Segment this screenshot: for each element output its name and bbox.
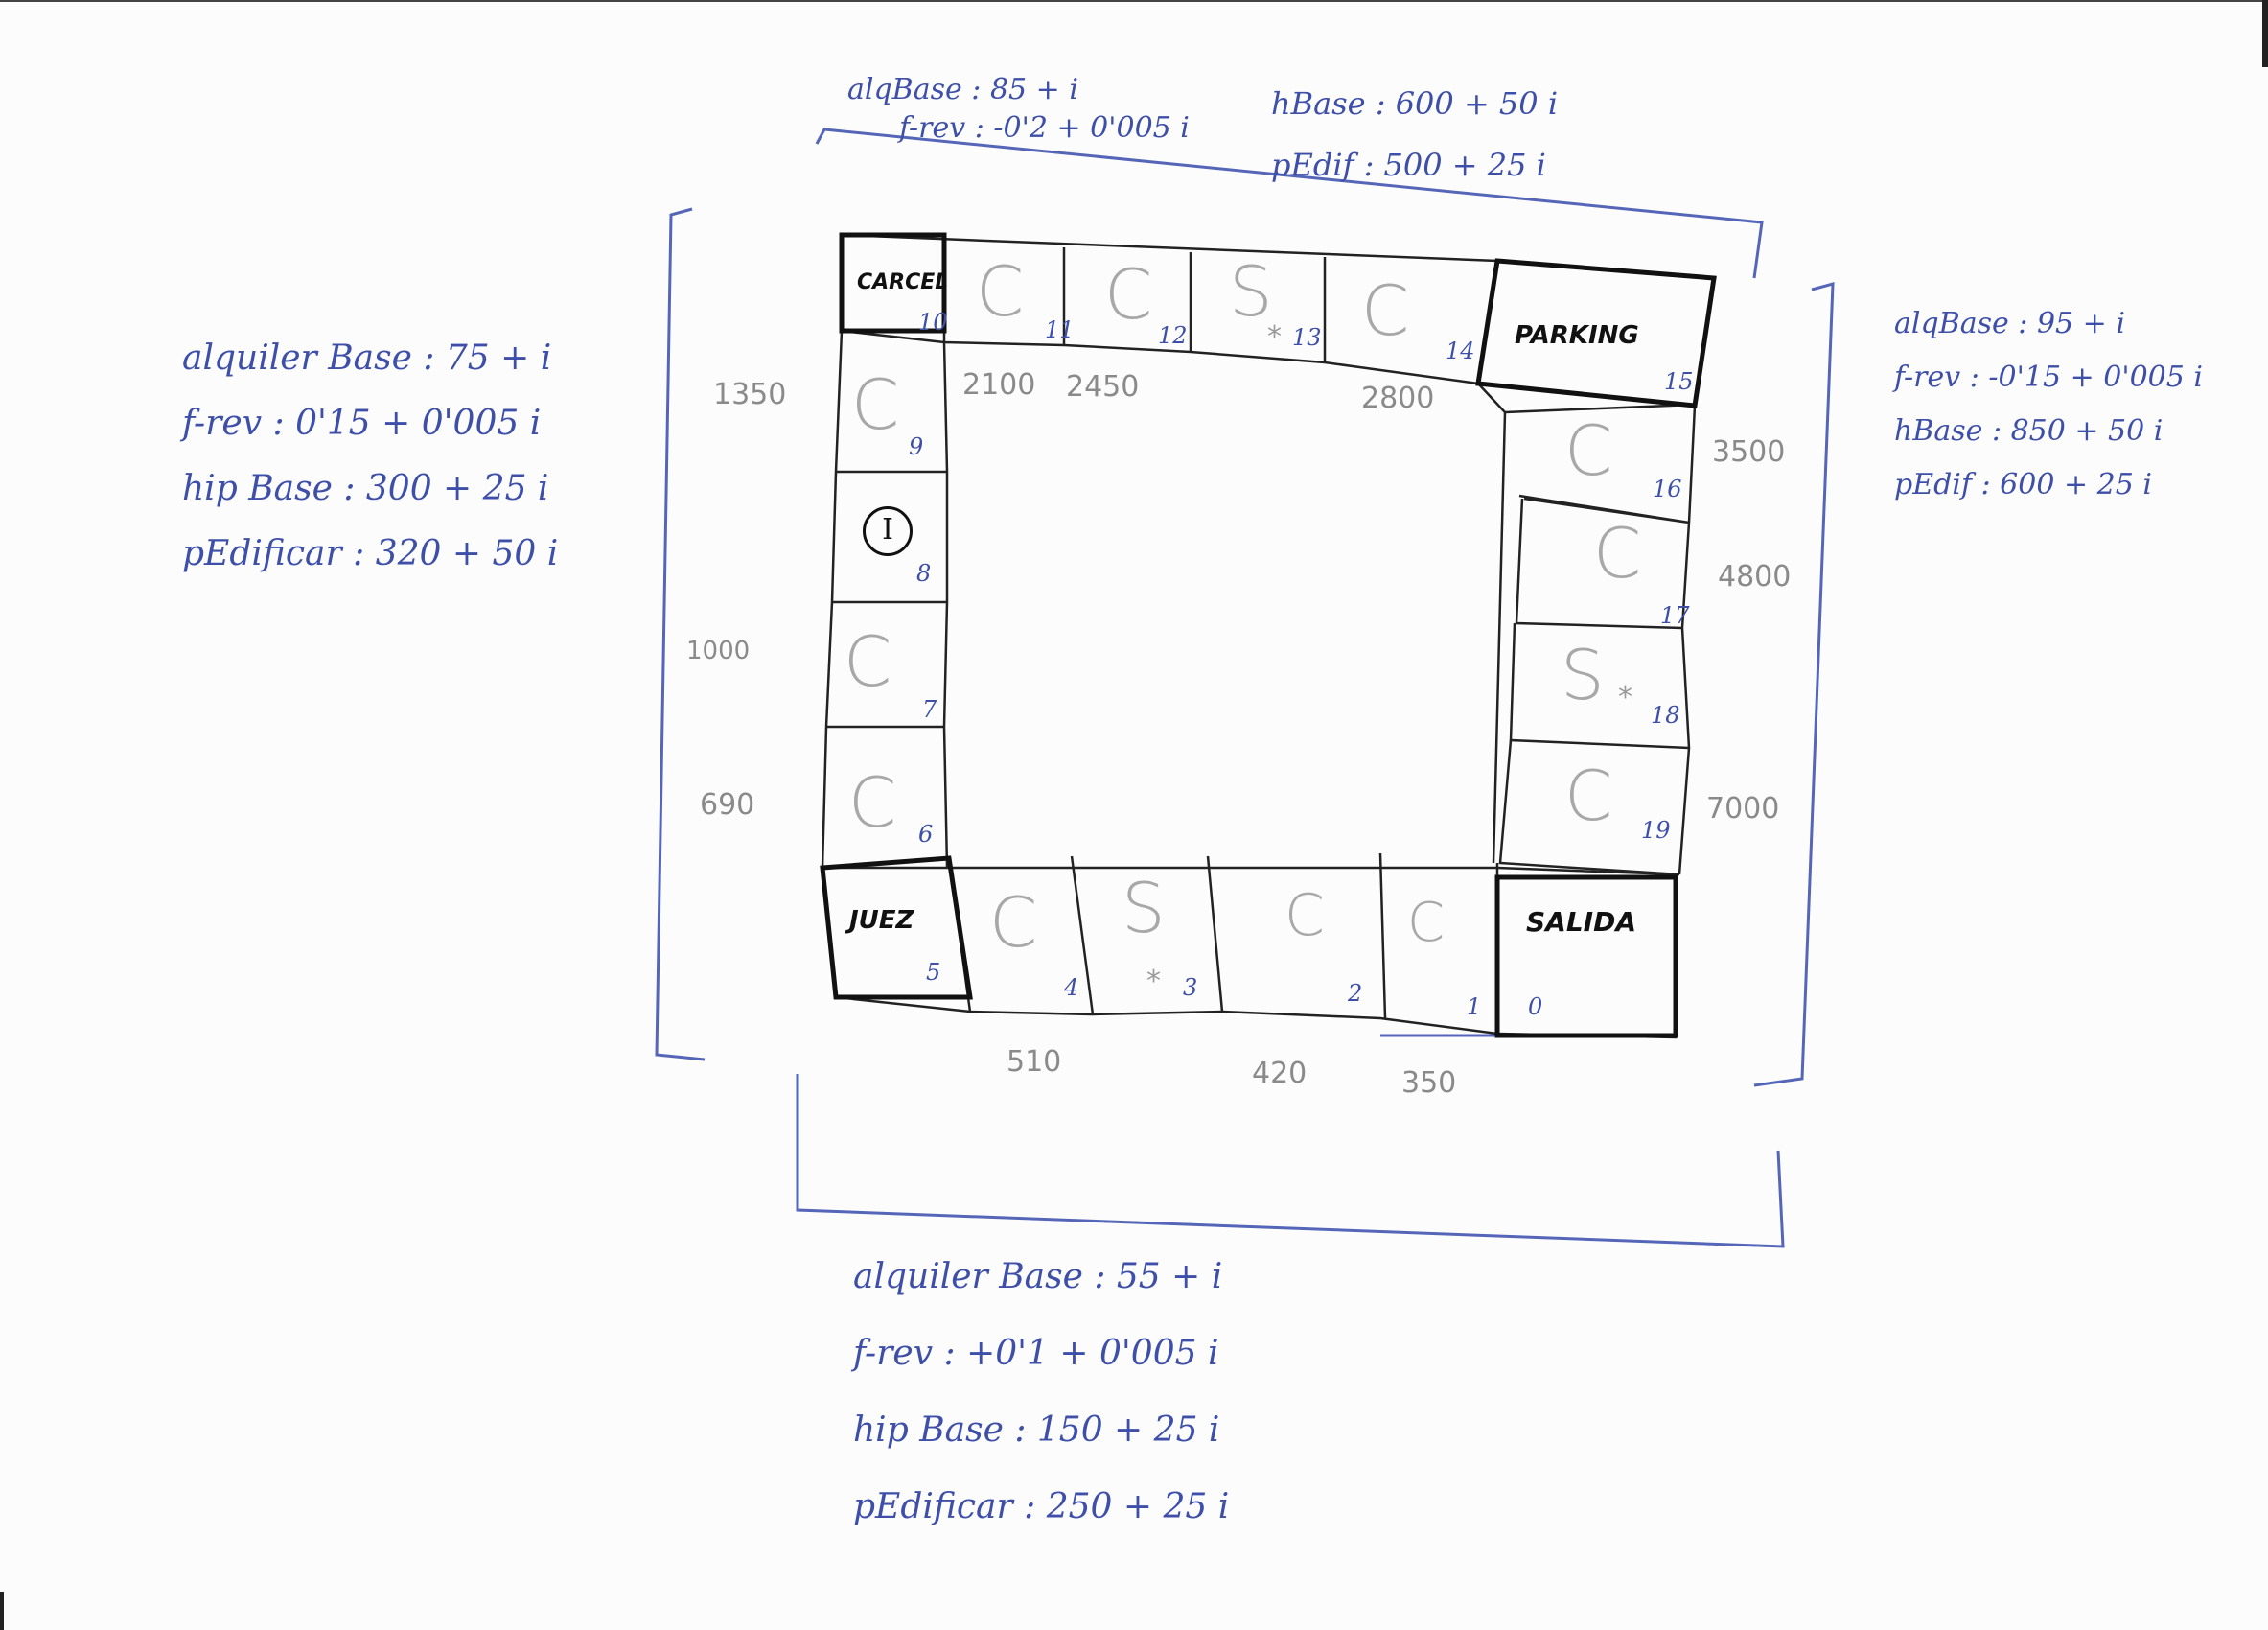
corner-box-juez — [820, 855, 973, 1000]
corner-label-juez: JUEZ — [849, 906, 914, 935]
tile-letter-14: C — [1361, 270, 1410, 351]
tile-number-18: 18 — [1651, 702, 1680, 729]
corner-boxes — [820, 232, 1717, 1038]
tile-letter-1: C — [1407, 892, 1446, 954]
tile-number-13: 13 — [1292, 324, 1322, 351]
price-right-1: 3500 — [1712, 435, 1786, 469]
star-mark-3: * — [1146, 965, 1161, 998]
tile-number-16: 16 — [1653, 476, 1682, 502]
corner-label-salida: SALIDA — [1526, 906, 1637, 938]
tile-letter-6: C — [848, 762, 897, 843]
price-left-2: 1000 — [686, 637, 751, 665]
corner-box-carcel — [839, 232, 947, 334]
right-edge-mark — [2262, 0, 2268, 67]
tile-letter-9: C — [851, 364, 900, 445]
tile-number-11: 11 — [1045, 316, 1075, 343]
note-left-line-2: f-rev : 0'15 + 0'005 i — [182, 404, 542, 443]
price-bottom-1: 510 — [1007, 1045, 1062, 1079]
tile-letter-18: S — [1561, 635, 1605, 715]
note-right-group: alqBase : 95 + i f-rev : -0'15 + 0'005 i… — [1894, 297, 2203, 512]
tile-number-7: 7 — [922, 696, 937, 723]
note-bottom-line-4: pEdificar : 250 + 25 i — [853, 1487, 1230, 1526]
note-top-left-group: alqBase : 85 + i f-rev : -0'2 + 0'005 i — [847, 71, 1190, 148]
tile-letter-17: C — [1593, 513, 1642, 594]
note-right-line-3: hBase : 850 + 50 i — [1894, 414, 2164, 448]
price-bottom-2: 420 — [1252, 1057, 1308, 1090]
group-brackets — [655, 128, 1835, 1248]
tile-number-19: 19 — [1641, 817, 1671, 844]
note-top-right-line-1: hBase : 600 + 50 i — [1271, 85, 1559, 122]
tile-letter-4: C — [989, 882, 1038, 963]
bracket-bottom — [796, 1074, 1785, 1248]
star-mark-13: * — [1267, 320, 1282, 354]
note-bottom-group: alquiler Base : 55 + i f-rev : +0'1 + 0'… — [853, 1239, 1229, 1546]
corner-box-parking — [1475, 258, 1717, 408]
tile-letter-16: C — [1564, 410, 1613, 491]
left-edge-mark — [0, 1592, 4, 1630]
price-right-3: 7000 — [1706, 792, 1780, 826]
corner-label-carcel: CARCEL — [857, 270, 949, 294]
note-top-left-line-2: f-rev : -0'2 + 0'005 i — [899, 111, 1190, 145]
price-bottom-3: 350 — [1401, 1066, 1457, 1100]
price-top-2: 2450 — [1066, 370, 1140, 404]
bracket-top — [815, 128, 1764, 279]
corner-label-parking: PARKING — [1515, 321, 1639, 350]
note-left-line-1: alquiler Base : 75 + i — [182, 338, 552, 378]
tile-number-9: 9 — [909, 433, 924, 460]
tile-number-2: 2 — [1348, 980, 1363, 1007]
tile-number-3: 3 — [1183, 974, 1198, 1001]
tile-letter-7: C — [844, 621, 892, 702]
star-mark-18: * — [1618, 681, 1632, 714]
bracket-right — [1753, 282, 1835, 1087]
tile-letter-13: S — [1229, 251, 1273, 332]
price-top-3: 2800 — [1361, 382, 1435, 415]
note-left-line-3: hip Base : 300 + 25 i — [182, 469, 549, 508]
tile-number-1: 1 — [1467, 993, 1482, 1020]
price-left-3: 690 — [700, 788, 755, 822]
tile-number-10: 10 — [918, 309, 948, 336]
tile-letter-11: C — [976, 251, 1025, 332]
tile-number-0: 0 — [1528, 993, 1543, 1020]
tile-letter-19: C — [1564, 756, 1613, 836]
tile-number-17: 17 — [1660, 602, 1690, 629]
tile-number-8: 8 — [916, 560, 932, 587]
note-top-left-line-1: alqBase : 85 + i — [847, 73, 1078, 106]
tile-number-4: 4 — [1064, 974, 1079, 1001]
tile-letter-12: C — [1104, 254, 1153, 335]
top-edge-line — [0, 0, 2268, 2]
tile-letter-2: C — [1284, 882, 1325, 949]
tile-letter-8: I — [863, 506, 913, 556]
note-bottom-line-2: f-rev : +0'1 + 0'005 i — [853, 1334, 1219, 1373]
price-left-1: 1350 — [713, 378, 787, 411]
note-left-group: alquiler Base : 75 + i f-rev : 0'15 + 0'… — [182, 326, 558, 587]
note-bottom-line-3: hip Base : 150 + 25 i — [853, 1410, 1220, 1450]
tile-number-6: 6 — [918, 821, 934, 848]
note-left-line-4: pEdificar : 320 + 50 i — [182, 534, 559, 573]
note-right-line-1: alqBase : 95 + i — [1894, 307, 2125, 340]
note-top-right-group: hBase : 600 + 50 i pEdif : 500 + 25 i — [1271, 73, 1558, 196]
note-bottom-line-1: alquiler Base : 55 + i — [853, 1257, 1223, 1296]
tile-number-12: 12 — [1158, 322, 1188, 349]
tile-letter-3: S — [1122, 868, 1166, 948]
note-right-line-4: pEdif : 600 + 25 i — [1894, 468, 2152, 501]
bracket-left — [655, 207, 706, 1061]
note-right-line-2: f-rev : -0'15 + 0'005 i — [1894, 361, 2203, 394]
tile-number-15: 15 — [1664, 368, 1694, 395]
price-right-2: 4800 — [1718, 560, 1792, 594]
corner-box-salida — [1494, 874, 1678, 1038]
tile-number-14: 14 — [1446, 338, 1475, 364]
tile-number-5: 5 — [926, 959, 941, 986]
price-top-1: 2100 — [962, 368, 1036, 402]
note-top-right-line-2: pEdif : 500 + 25 i — [1271, 147, 1546, 183]
